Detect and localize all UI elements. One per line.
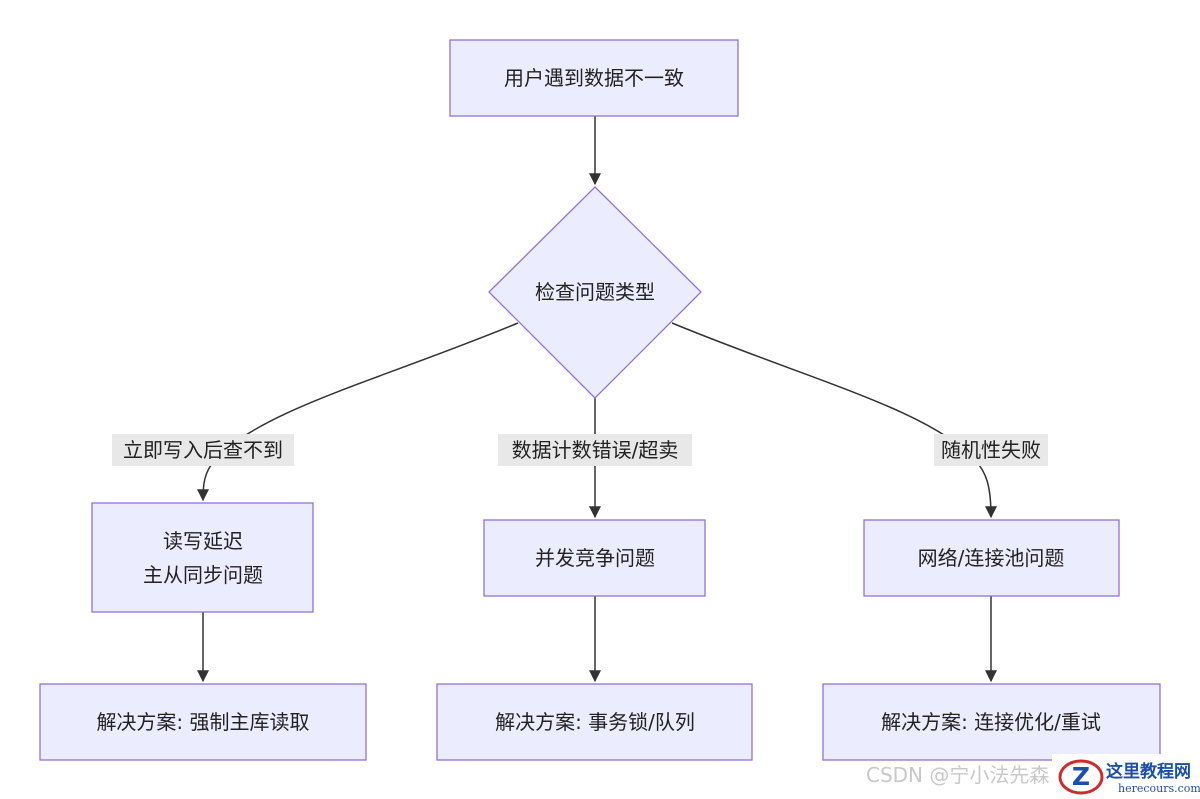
read-write-delay-box [91,502,314,613]
solution-master-box [39,683,367,761]
read-write-delay-line-1: 读写延迟 [163,529,243,553]
read-write-delay-line-2: 主从同步问题 [143,563,263,587]
edge-label-left-bg [112,434,294,466]
csdn-watermark: CSDN @宁小法先森 [866,763,1049,787]
solution-master-node: 解决方案: 强制主库读取 [39,683,367,761]
svg-text:Z: Z [1072,762,1090,791]
edge-label-left-text: 立即写入后查不到 [123,438,283,462]
site-logo-url: herecours.com [1118,782,1200,795]
network-node: 网络/连接池问题 [863,519,1120,597]
network-text: 网络/连接池问题 [918,546,1065,570]
start-node-box [449,39,739,117]
edge-label-center: 数据计数错误/超卖 [498,434,692,466]
edge-label-right-text: 随机性失败 [941,438,1041,462]
edge-label-left: 立即写入后查不到 [112,434,294,466]
concurrency-box [483,519,706,597]
start-node-text: 用户遇到数据不一致 [504,66,684,90]
site-logo-name: 这里教程网 [1106,761,1191,782]
concurrency-node: 并发竞争问题 [483,519,706,597]
edge-decision-to-network [671,322,997,519]
solution-lock-box [436,683,753,761]
site-logo-emblem: Z [1058,759,1104,795]
edge-label-center-bg [498,434,692,466]
edge-decision-to-read-write-delay [197,322,519,502]
network-box [863,519,1120,597]
solution-lock-text: 解决方案: 事务锁/队列 [495,710,695,734]
decision-node-diamond [488,186,702,399]
read-write-delay-node: 读写延迟 主从同步问题 [91,502,314,613]
edge-label-right-bg [934,434,1048,466]
start-node: 用户遇到数据不一致 [449,39,739,117]
solution-master-text: 解决方案: 强制主库读取 [96,710,309,734]
solution-retry-box [822,683,1161,761]
site-logo: Z 这里教程网 herecours.com [1052,754,1200,799]
solution-lock-node: 解决方案: 事务锁/队列 [436,683,753,761]
concurrency-text: 并发竞争问题 [535,546,655,570]
solution-retry-text: 解决方案: 连接优化/重试 [881,710,1101,734]
solution-retry-node: 解决方案: 连接优化/重试 [822,683,1161,761]
edge-label-center-text: 数据计数错误/超卖 [512,438,679,462]
decision-node: 检查问题类型 [488,186,702,399]
edge-label-right: 随机性失败 [934,434,1048,466]
decision-node-text: 检查问题类型 [535,280,655,304]
